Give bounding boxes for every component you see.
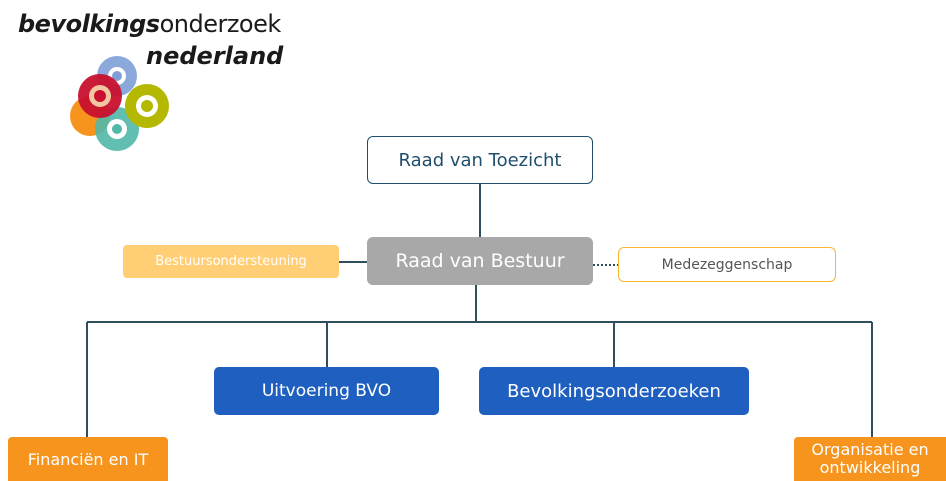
node-organisatie-label-line2: ontwikkeling [819,458,921,477]
logo-circles-icon [70,56,169,151]
node-raad-van-toezicht[interactable]: Raad van Toezicht [367,136,593,184]
node-raad-van-bestuur[interactable]: Raad van Bestuur [367,237,593,285]
node-bestuursondersteuning[interactable]: Bestuursondersteuning [123,245,339,278]
node-bevolkingsonderzoeken[interactable]: Bevolkingsonderzoeken [479,367,749,415]
logo-wordmark-line1: bevolkingsonderzoek [18,10,281,38]
node-organisatie-en-ontwikkeling[interactable]: Organisatie en ontwikkeling [794,437,946,481]
node-financien-en-it[interactable]: Financiën en IT [8,437,168,481]
node-medezeggenschap[interactable]: Medezeggenschap [618,247,836,282]
node-uitvoering-bvo[interactable]: Uitvoering BVO [214,367,439,415]
node-organisatie-label-line1: Organisatie en [811,440,929,459]
logo: bevolkingsonderzoek nederland [14,10,284,151]
logo-wordmark-line2: nederland [146,42,284,70]
